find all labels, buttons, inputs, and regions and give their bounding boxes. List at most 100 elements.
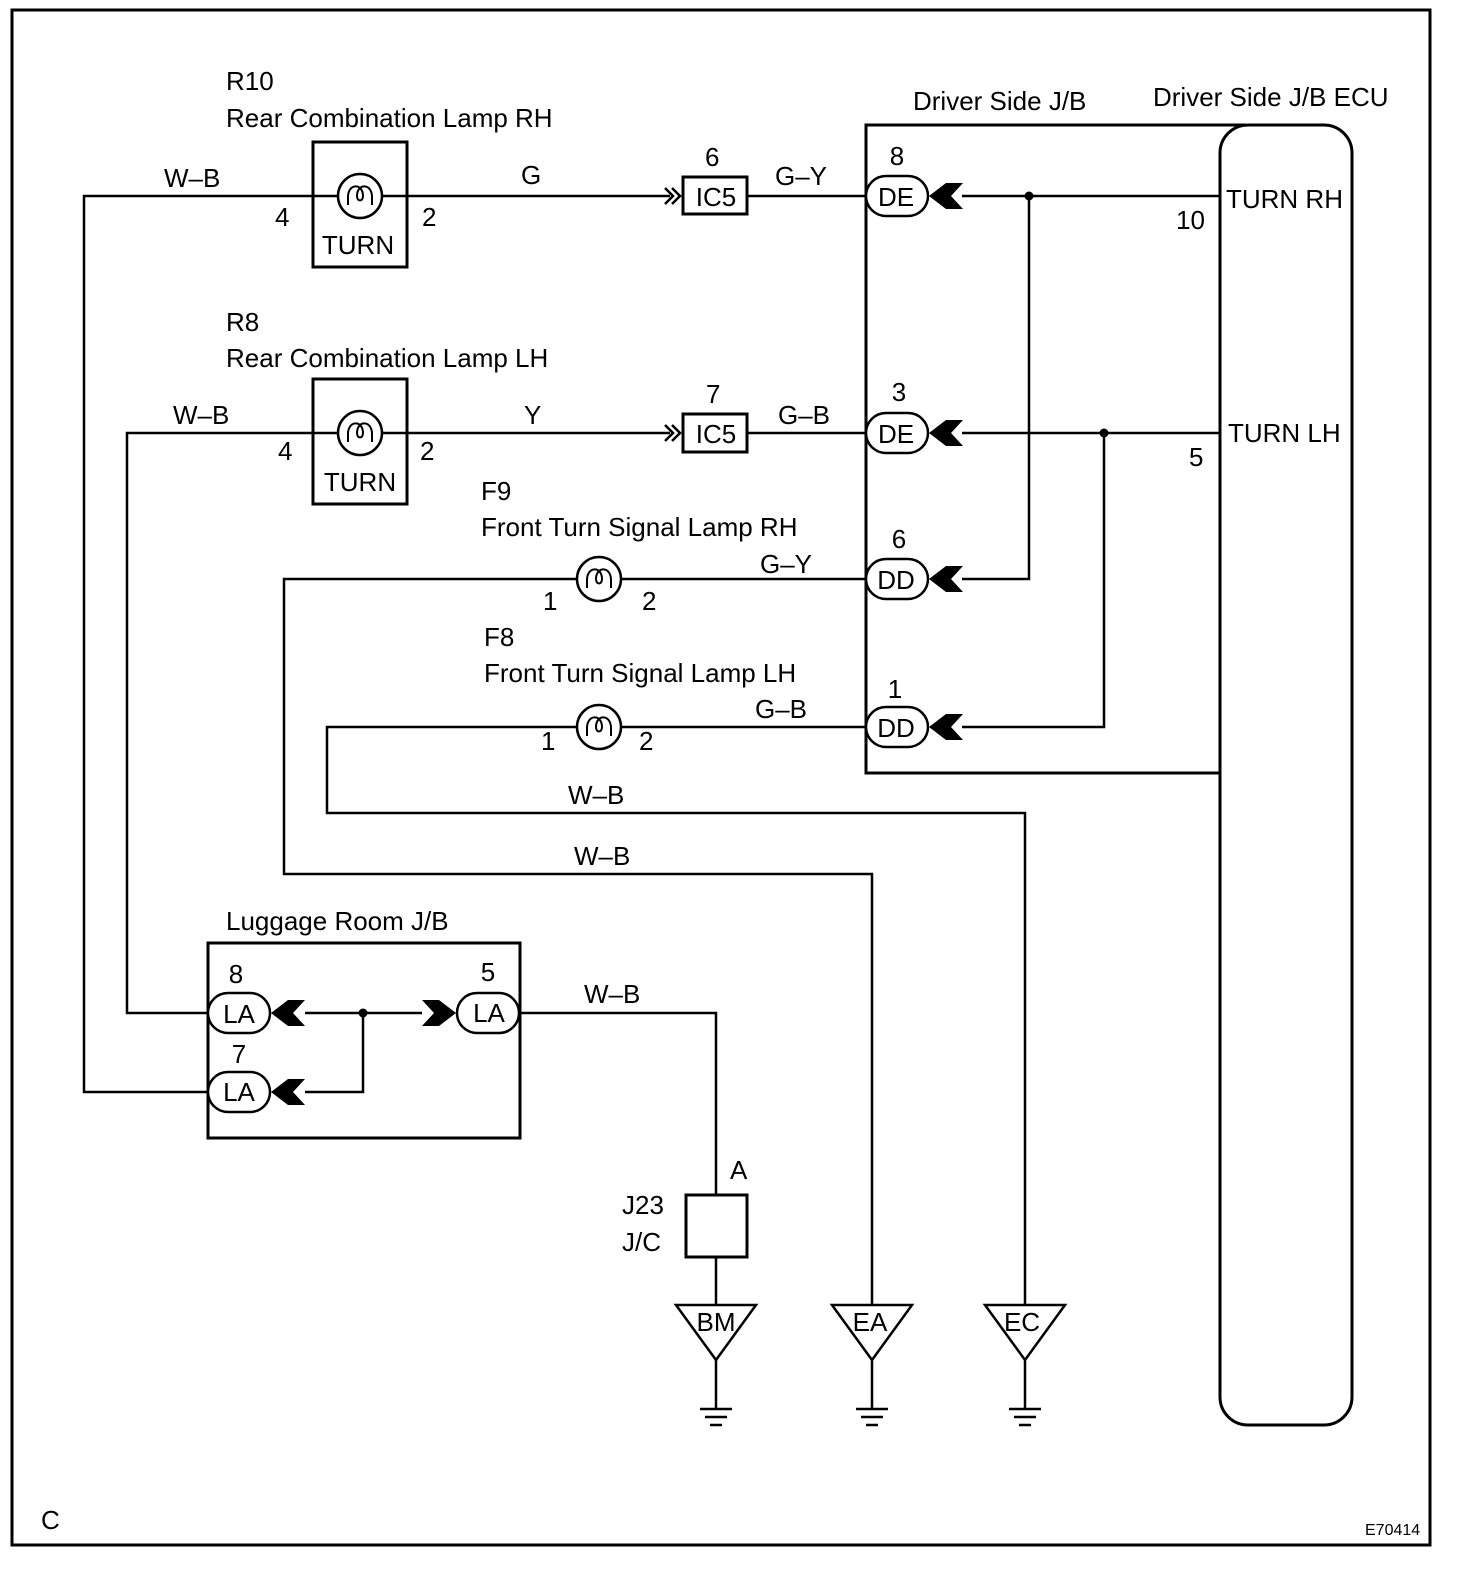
- wire-front-rh-ground: [282, 577, 874, 1305]
- front-lamp-rh-name: Front Turn Signal Lamp RH: [481, 512, 797, 542]
- terminal-arrow-icon: [929, 420, 963, 446]
- rear-lamp-lh-pin-out: 2: [420, 436, 434, 466]
- terminal-arrow-icon: [271, 1079, 305, 1105]
- bulb-filament-icon: [347, 422, 373, 442]
- luggage-room-jb: Luggage Room J/B 8 LA 5 LA 7 LA: [206, 906, 522, 1140]
- terminal-arrow-icon: [929, 714, 963, 740]
- connector-dd-1: [864, 705, 930, 749]
- luggage-room-jb-box: [206, 941, 522, 1140]
- connector-label: DE: [878, 182, 914, 212]
- bulb-icon: [575, 703, 623, 751]
- wire-front-lh-ground: [325, 725, 1027, 1305]
- junction-connector-box: [684, 1193, 749, 1259]
- bulb-filament-icon: [586, 716, 612, 736]
- rear-lamp-lh: R8 Rear Combination Lamp LH TURN 4 2: [226, 307, 548, 506]
- connector-label: DD: [877, 565, 915, 595]
- junction-dot: [1024, 191, 1034, 201]
- rear-lamp-rh: R10 Rear Combination Lamp RH TURN 4 2: [226, 66, 553, 269]
- connector-pin: 8: [890, 141, 904, 171]
- connector-ic5-rh: IC5 6: [664, 142, 749, 216]
- junction-connector-j23: A J23 J/C: [622, 1155, 749, 1259]
- junction-dot: [358, 1008, 368, 1018]
- luggage-room-jb-title: Luggage Room J/B: [226, 906, 449, 936]
- connector-la-7: [206, 1070, 272, 1114]
- ground-bm: BM: [673, 1303, 759, 1427]
- connector-ic5-rh-box: [681, 175, 749, 216]
- connector-label: DD: [877, 713, 915, 743]
- terminal-arrow-icon: [422, 1000, 456, 1026]
- bulb-filament-icon: [586, 568, 612, 588]
- front-lamp-lh: F8 Front Turn Signal Lamp LH 1 2: [484, 622, 796, 756]
- wire-luggage-ground: [520, 1011, 718, 1195]
- front-lamp-lh-name: Front Turn Signal Lamp LH: [484, 658, 796, 688]
- driver-side-jb-ecu: Driver Side J/B ECU TURN RH 10 TURN LH 5: [1153, 82, 1389, 1427]
- terminal-turn-lh-name: TURN LH: [1228, 418, 1341, 448]
- ground-point-icon: [982, 1303, 1068, 1363]
- bulb-filament-icon: [347, 185, 373, 205]
- figure-id: E70414: [1365, 1522, 1420, 1539]
- wire-color-label: W–B: [173, 400, 229, 430]
- wire-color-label: W–B: [584, 979, 640, 1009]
- junction-connector-name: J/C: [622, 1227, 661, 1257]
- front-lamp-lh-pin-in: 1: [541, 726, 555, 756]
- wire-rh-ground: [82, 194, 338, 1094]
- wire-color-label: Y: [524, 400, 541, 430]
- rear-lamp-lh-label: TURN: [324, 467, 396, 497]
- rear-lamp-lh-box: [311, 377, 409, 506]
- junction-connector-pin: A: [730, 1155, 748, 1185]
- connector-label: LA: [473, 998, 505, 1028]
- diagram-border: [10, 8, 1432, 1547]
- rear-lamp-rh-code: R10: [226, 66, 274, 96]
- front-lamp-rh-code: F9: [481, 476, 511, 506]
- driver-side-jb-title: Driver Side J/B: [913, 86, 1086, 116]
- ground-ea: EA: [829, 1303, 915, 1427]
- bulb-icon: [336, 172, 384, 220]
- connector-de-3: [864, 411, 930, 455]
- terminal-arrow-icon: [929, 183, 963, 209]
- ground-label: BM: [697, 1307, 736, 1337]
- connector-label: DE: [878, 419, 914, 449]
- chevron-icon: [671, 187, 682, 205]
- wire-color-label: G–Y: [775, 161, 827, 191]
- connector-pin: 3: [892, 377, 906, 407]
- rear-lamp-rh-pin-in: 4: [275, 202, 289, 232]
- rear-lamp-lh-pin-in: 4: [278, 436, 292, 466]
- wire-color-label: W–B: [568, 780, 624, 810]
- connector-dd-6: [864, 557, 930, 601]
- section-letter: C: [41, 1505, 60, 1535]
- wire-turn-lh-branch: [962, 433, 1106, 729]
- bulb-icon: [336, 409, 384, 457]
- connector-pin: 6: [892, 524, 906, 554]
- rear-lamp-rh-box: [311, 140, 409, 269]
- connector-label: LA: [223, 1077, 255, 1107]
- wire-color-label: G–B: [755, 694, 807, 724]
- chevron-icon: [664, 187, 675, 205]
- connector-pin: 7: [232, 1039, 246, 1069]
- wire-color-label: G–Y: [760, 549, 812, 579]
- wire-lh-ground: [125, 431, 338, 1015]
- driver-side-jb-ecu-box: [1218, 123, 1354, 1427]
- front-lamp-rh: F9 Front Turn Signal Lamp RH 1 2: [481, 476, 797, 616]
- wire-color-label: W–B: [574, 841, 630, 871]
- terminal-arrow-icon: [929, 566, 963, 592]
- ground-point-icon: [673, 1303, 759, 1363]
- connector-ic5-lh-box: [681, 412, 749, 454]
- junction-connector-code: J23: [622, 1190, 664, 1220]
- terminal-arrow-icon: [271, 1000, 305, 1026]
- connector-ic5-lh-label: IC5: [696, 419, 736, 449]
- rear-lamp-rh-label: TURN: [322, 230, 394, 260]
- connector-ic5-lh: IC5 7: [664, 379, 749, 454]
- rear-lamp-rh-name: Rear Combination Lamp RH: [226, 103, 553, 133]
- rear-lamp-rh-pin-out: 2: [422, 202, 436, 232]
- front-lamp-rh-pin-in: 1: [543, 586, 557, 616]
- junction-dot: [1099, 428, 1109, 438]
- front-lamp-rh-pin-out: 2: [642, 586, 656, 616]
- wire-luggage-internal-branch: [305, 1013, 365, 1094]
- connector-la-8: [206, 991, 272, 1035]
- driver-side-jb-outline: [864, 123, 1245, 775]
- ground-point-icon: [829, 1303, 915, 1363]
- ground-label: EA: [853, 1307, 888, 1337]
- terminal-turn-rh-pin: 10: [1176, 205, 1205, 235]
- bulb-icon: [575, 555, 623, 603]
